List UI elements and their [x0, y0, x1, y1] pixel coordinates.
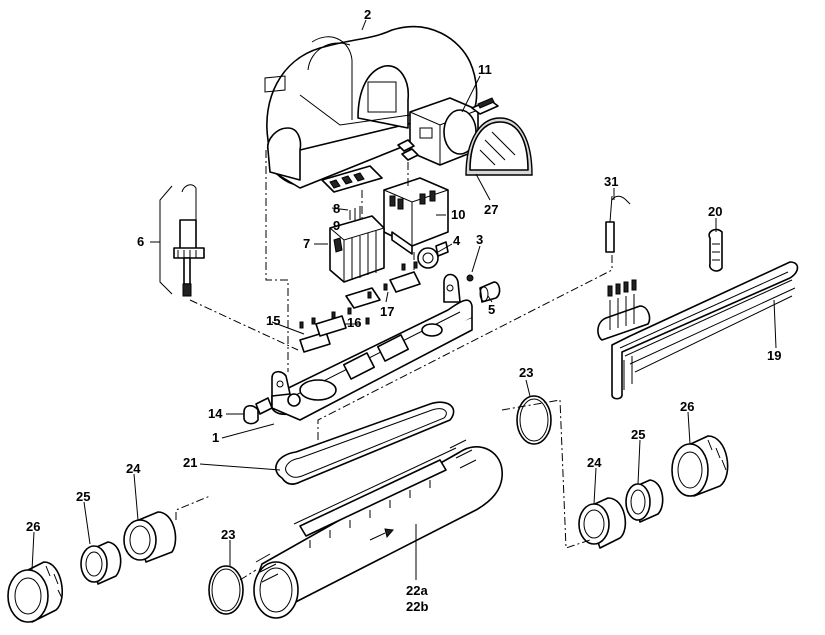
union-set-left [7, 511, 177, 623]
callout-26-right: 26 [680, 399, 694, 414]
callout-22b: 22b [406, 599, 428, 614]
assembly-lines [175, 150, 613, 581]
fasteners [243, 274, 501, 425]
callout-31: 31 [604, 174, 618, 189]
window-glass [465, 117, 533, 176]
union-set-right [578, 435, 729, 549]
temperature-probe [605, 195, 631, 253]
contactor [383, 177, 449, 255]
callout-25-left: 25 [76, 489, 90, 504]
callout-26-left: 26 [26, 519, 40, 534]
callout-2: 2 [364, 7, 371, 22]
callout-22a: 22a [406, 583, 428, 598]
callout-23-left: 23 [221, 527, 235, 542]
callout-19: 19 [767, 348, 781, 363]
o-rings [208, 395, 552, 615]
small-connectors [397, 139, 419, 161]
callout-23-right: 23 [519, 365, 533, 380]
callout-1: 1 [212, 430, 219, 445]
tube-body [253, 439, 503, 619]
callout-15: 15 [266, 313, 280, 328]
callout-labels: 2 11 27 8 9 10 6 7 4 3 5 31 20 19 15 16 … [26, 7, 781, 614]
leader-lines [31, 19, 777, 580]
callout-7: 7 [303, 236, 310, 251]
thermostat [417, 241, 449, 269]
gasket [275, 401, 455, 485]
callout-24-left: 24 [126, 461, 141, 476]
heating-element [597, 261, 799, 400]
circuit-breakers [329, 215, 385, 283]
callout-25-right: 25 [631, 427, 645, 442]
callout-17: 17 [380, 304, 394, 319]
callout-6: 6 [137, 234, 144, 249]
callout-3: 3 [476, 232, 483, 247]
callout-14: 14 [208, 406, 223, 421]
brackets [299, 261, 421, 353]
callout-8: 8 [333, 201, 340, 216]
callout-5: 5 [488, 302, 495, 317]
callout-21: 21 [183, 455, 197, 470]
callout-9: 9 [333, 218, 340, 233]
callout-24-right: 24 [587, 455, 602, 470]
base-plate [271, 273, 473, 421]
terminal-strip [321, 165, 383, 222]
callout-20: 20 [708, 204, 722, 219]
callout-16: 16 [347, 315, 361, 330]
callout-27: 27 [484, 202, 498, 217]
cover-housing [264, 25, 478, 189]
callout-11: 11 [478, 62, 492, 77]
flow-sensor [159, 184, 205, 297]
retaining-clip [708, 228, 723, 272]
callout-4: 4 [453, 233, 461, 248]
callout-10: 10 [451, 207, 465, 222]
